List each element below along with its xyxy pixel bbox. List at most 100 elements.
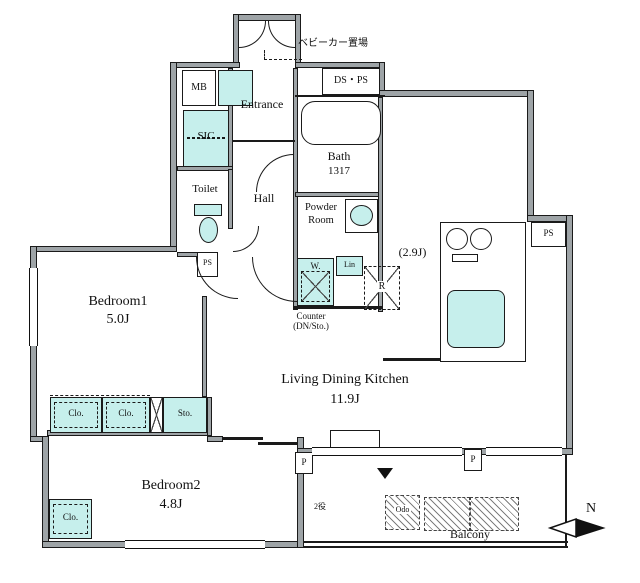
balcony-side-line (565, 455, 567, 546)
toilet-tank (194, 204, 222, 216)
hall-label: Hall (253, 191, 275, 205)
powder-label-1: Powder (304, 202, 338, 213)
powder-label-2: Room (308, 215, 334, 226)
closet-3 (49, 499, 92, 539)
closet-inner (54, 402, 98, 428)
toilet-bowl (199, 217, 218, 243)
kitchen-size-label: (2.9J) (398, 245, 427, 259)
wall (233, 14, 301, 21)
shelf-divider (187, 137, 225, 139)
ps-kitchen-label: PS (543, 228, 554, 238)
linen-label: Lin (343, 260, 356, 269)
mb-label: MB (191, 82, 207, 93)
fridge-space (364, 266, 400, 310)
wall (202, 296, 207, 397)
storage-label: Sto. (177, 408, 193, 418)
storage (163, 397, 207, 433)
wall (566, 215, 573, 455)
stove-burner-icon (446, 228, 468, 250)
washer-space (297, 258, 334, 306)
wall (297, 437, 304, 548)
closet-panel (150, 397, 163, 433)
wall (42, 436, 49, 548)
entrance-label: Entrance (240, 97, 284, 111)
kitchen-sink (447, 290, 505, 348)
north-label: N (586, 501, 596, 516)
counter-front-line (293, 306, 383, 309)
balcony-hatch-area (424, 497, 470, 531)
wall (207, 397, 212, 436)
balcony-rail-line (304, 546, 568, 548)
counter-label-1: Counter (296, 311, 326, 321)
closet-1 (50, 397, 102, 433)
bedroom1-label: Bedroom1 (88, 294, 148, 309)
closet-inner (53, 504, 88, 534)
stroller-label: ベビーカー置場 (298, 38, 368, 49)
window (29, 268, 38, 346)
bathtub (301, 101, 381, 145)
wall (378, 97, 383, 312)
vanity-sink (350, 205, 373, 226)
counter-label-2: (DN/Sto.) (293, 321, 329, 331)
balcony-note-label: 2役 (314, 502, 326, 511)
wall (379, 90, 534, 97)
wall (228, 169, 233, 229)
closet1-label: Clo. (68, 408, 84, 418)
fridge-label: R (376, 281, 388, 292)
closet-2 (102, 397, 150, 433)
balcony-access-triangle (377, 468, 393, 479)
north-compass: N (547, 501, 606, 539)
sic-shelf (183, 110, 229, 167)
pillar (295, 452, 313, 474)
closet-front-dashed (50, 395, 150, 396)
bath-label: Bath (327, 149, 351, 163)
leader-line (264, 50, 302, 60)
duct-space-box (322, 68, 380, 95)
wall (170, 62, 177, 252)
window (312, 447, 462, 456)
compass-west-triangle (547, 517, 577, 539)
ldk-door-arc (252, 257, 297, 302)
bedroom1-size-label: 5.0J (106, 312, 130, 327)
wall (30, 246, 177, 252)
meter-box (182, 70, 216, 106)
stove-burner-icon (470, 228, 492, 250)
wall (295, 192, 383, 197)
pillar (464, 449, 482, 471)
entrance-step-line (233, 140, 295, 142)
balcony-hatch-area (470, 497, 519, 531)
ps-hall-label: PS (203, 258, 212, 267)
pipe-space-box (531, 222, 566, 247)
washer-outline (301, 271, 330, 302)
sliding-door (223, 437, 263, 440)
closet-inner (106, 402, 146, 428)
wall (527, 90, 534, 222)
linen-shelf (336, 256, 363, 276)
pillar1-label: P (301, 457, 307, 467)
sliding-door (258, 442, 297, 445)
balcony-rail-line (304, 541, 568, 543)
bath-size-label: 1317 (328, 165, 350, 177)
dsps-label: DS・PS (334, 75, 368, 86)
washer-label: W. (310, 261, 321, 271)
ldk-label: Living Dining Kitchen (281, 372, 409, 387)
window (486, 447, 562, 456)
ldk-size-label: 11.9J (330, 392, 360, 407)
entrance-door-arc (268, 21, 295, 48)
pillar2-label: P (470, 454, 476, 464)
compass-north-triangle (575, 518, 606, 538)
sic-label: SIC (197, 130, 215, 142)
window (125, 540, 265, 549)
balcony-label: Balcony (450, 527, 490, 541)
stove-grill (452, 254, 478, 262)
powder-door-arc (256, 154, 294, 192)
shoe-cabinet (218, 70, 253, 106)
wall (207, 436, 223, 442)
bedroom2-size-label: 4.8J (159, 497, 183, 512)
closet2-label: Clo. (118, 408, 134, 418)
toilet-door-arc (233, 226, 259, 252)
bath-ceiling-line (295, 95, 385, 97)
closet3-label: Clo. (62, 512, 79, 522)
toilet-label: Toilet (192, 183, 218, 195)
